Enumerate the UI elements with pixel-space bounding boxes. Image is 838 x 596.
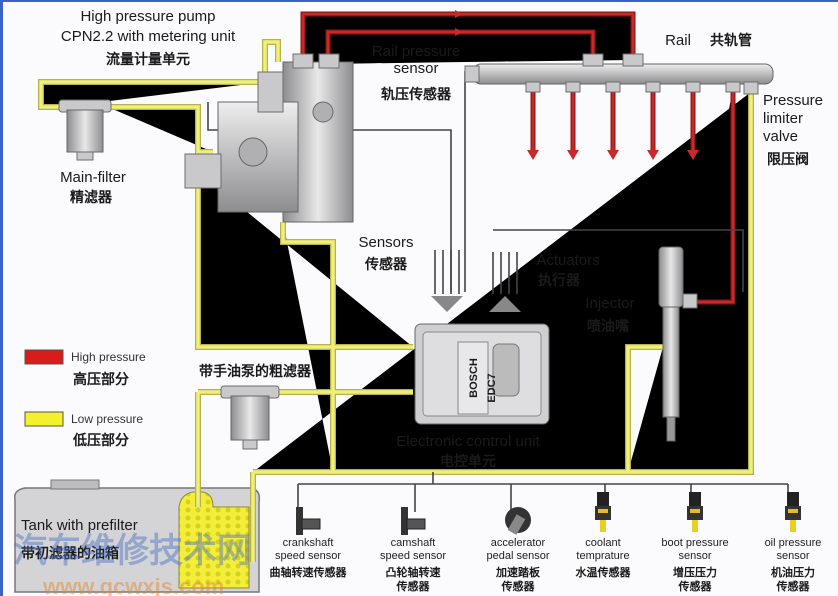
- legend: High pressure 高压部分 Low pressure 低压部分: [24, 349, 146, 449]
- sensor-label-line1: coolant: [585, 537, 620, 549]
- flow-arrows: [455, 10, 699, 160]
- rail-label-cn: 共轨管: [710, 32, 752, 49]
- actuators-label: Actuators: [536, 252, 599, 269]
- main-filter-label-cn: 精滤器: [70, 189, 113, 206]
- coarse-filter-label-cn: 带手油泵的粗滤器: [199, 363, 312, 380]
- watermark: 汽车维修技术网 www.qcwxjs.com: [13, 531, 251, 596]
- legend-swatch-high: [24, 349, 64, 365]
- sensors-label: Sensors: [358, 234, 413, 251]
- temperature-sensor-icon: [595, 492, 611, 532]
- legend-low-label-cn: 低压部分: [72, 432, 129, 449]
- rail-sensor-label: Rail pressure: [372, 43, 460, 60]
- injector-label-cn: 喷油嘴: [587, 318, 629, 335]
- sensor-label-line1: camshaft: [391, 537, 436, 549]
- pump-model-label: CPN2.2 with metering unit: [61, 28, 236, 45]
- electronic-control-unit: BOSCH EDC7: [414, 323, 550, 425]
- limiter-label-1: Pressure: [763, 92, 823, 109]
- watermark-cn: 汽车维修技术网: [13, 531, 251, 571]
- sensor-label-line1: crankshaft: [283, 537, 334, 549]
- limiter-label-cn: 限压阀: [767, 151, 809, 168]
- sensors-arrow-icon: [431, 296, 463, 312]
- sensor-label-line1: oil pressure: [765, 537, 822, 549]
- rail-sensor-label-cn: 轨压传感器: [381, 86, 452, 103]
- legend-swatch-low: [24, 411, 64, 427]
- sensor-label-cn1: 曲轴转速传感器: [270, 565, 348, 579]
- diagram-canvas: Tank with prefilter 带初滤器的油箱: [13, 8, 823, 596]
- legend-high-label-cn: 高压部分: [73, 371, 129, 388]
- sensor-label-line2: speed sensor: [275, 550, 341, 562]
- sensor-label-cn1: 凸轮轴转速: [386, 565, 441, 579]
- sensors-label-cn: 传感器: [364, 256, 408, 273]
- high-pressure-lines: [303, 10, 733, 302]
- legend-high-label: High pressure: [71, 350, 146, 364]
- sensor-label-cn2: 传感器: [776, 579, 811, 593]
- legend-low-label: Low pressure: [71, 412, 143, 426]
- pressure-sensor-icon: [687, 492, 703, 532]
- sensor-label-line2: pedal sensor: [487, 550, 550, 562]
- pressure-limiter-valve: [743, 81, 759, 95]
- high-pressure-pump: [184, 53, 354, 223]
- injector-label: Injector: [585, 295, 634, 312]
- sensor-label-line2: sensor: [678, 550, 711, 562]
- common-rail: [464, 53, 774, 95]
- pressure-sensor-icon: [785, 492, 801, 532]
- speed-sensor-icon: [296, 507, 321, 535]
- injector: [658, 246, 698, 442]
- main-filter: [58, 99, 112, 161]
- sensor-label-cn2: 传感器: [396, 579, 431, 593]
- sensor-label-cn2: 传感器: [501, 579, 536, 593]
- ecu-brand: BOSCH: [468, 358, 480, 398]
- sensor-label-cn1: 加速踏板: [495, 565, 541, 579]
- sensor-label-line2: temprature: [576, 550, 629, 562]
- tank-label: Tank with prefilter: [21, 517, 138, 534]
- sensor-label-line2: speed sensor: [380, 550, 446, 562]
- ecu-model: EDC7: [486, 373, 498, 402]
- coarse-filter-with-hand-pump: [220, 385, 280, 450]
- sensor-label-line1: accelerator: [491, 537, 546, 549]
- sensor-label-cn1: 增压压力: [673, 565, 717, 579]
- rail-pressure-sensor: [464, 65, 480, 83]
- rail-label: Rail: [665, 32, 691, 49]
- sensor-label-cn1: 机油压力: [771, 565, 815, 579]
- rail-sensor-label-2: sensor: [393, 60, 438, 77]
- limiter-label-3: valve: [763, 128, 798, 145]
- component-labels: High pressure pump CPN2.2 with metering …: [60, 8, 752, 470]
- actuators-arrow-icon: [489, 296, 521, 312]
- fuel-tank: Tank with prefilter 带初滤器的油箱: [13, 479, 261, 593]
- ecu-label-cn: 电控单元: [440, 453, 496, 470]
- sensor-label-line1: boot pressure: [661, 537, 728, 549]
- watermark-url: www.qcwxjs.com: [42, 574, 224, 596]
- sensor-label-line2: sensor: [776, 550, 809, 562]
- limiter-labels: Pressure limiter valve 限压阀: [763, 92, 823, 168]
- main-filter-label: Main-filter: [60, 169, 126, 186]
- ecu-label: Electronic control unit: [396, 433, 540, 450]
- sensor-label-cn2: 传感器: [678, 579, 713, 593]
- sensor-label-cn1: 水温传感器: [576, 565, 632, 579]
- pedal-sensor-icon: [505, 507, 531, 535]
- actuators-label-cn: 执行器: [538, 272, 581, 289]
- speed-sensor-icon: [401, 507, 426, 535]
- tank-label-cn: 带初滤器的油箱: [21, 545, 119, 562]
- limiter-label-2: limiter: [763, 110, 803, 127]
- pump-label-cn: 流量计量单元: [106, 51, 190, 68]
- pump-label: High pressure pump: [80, 8, 215, 25]
